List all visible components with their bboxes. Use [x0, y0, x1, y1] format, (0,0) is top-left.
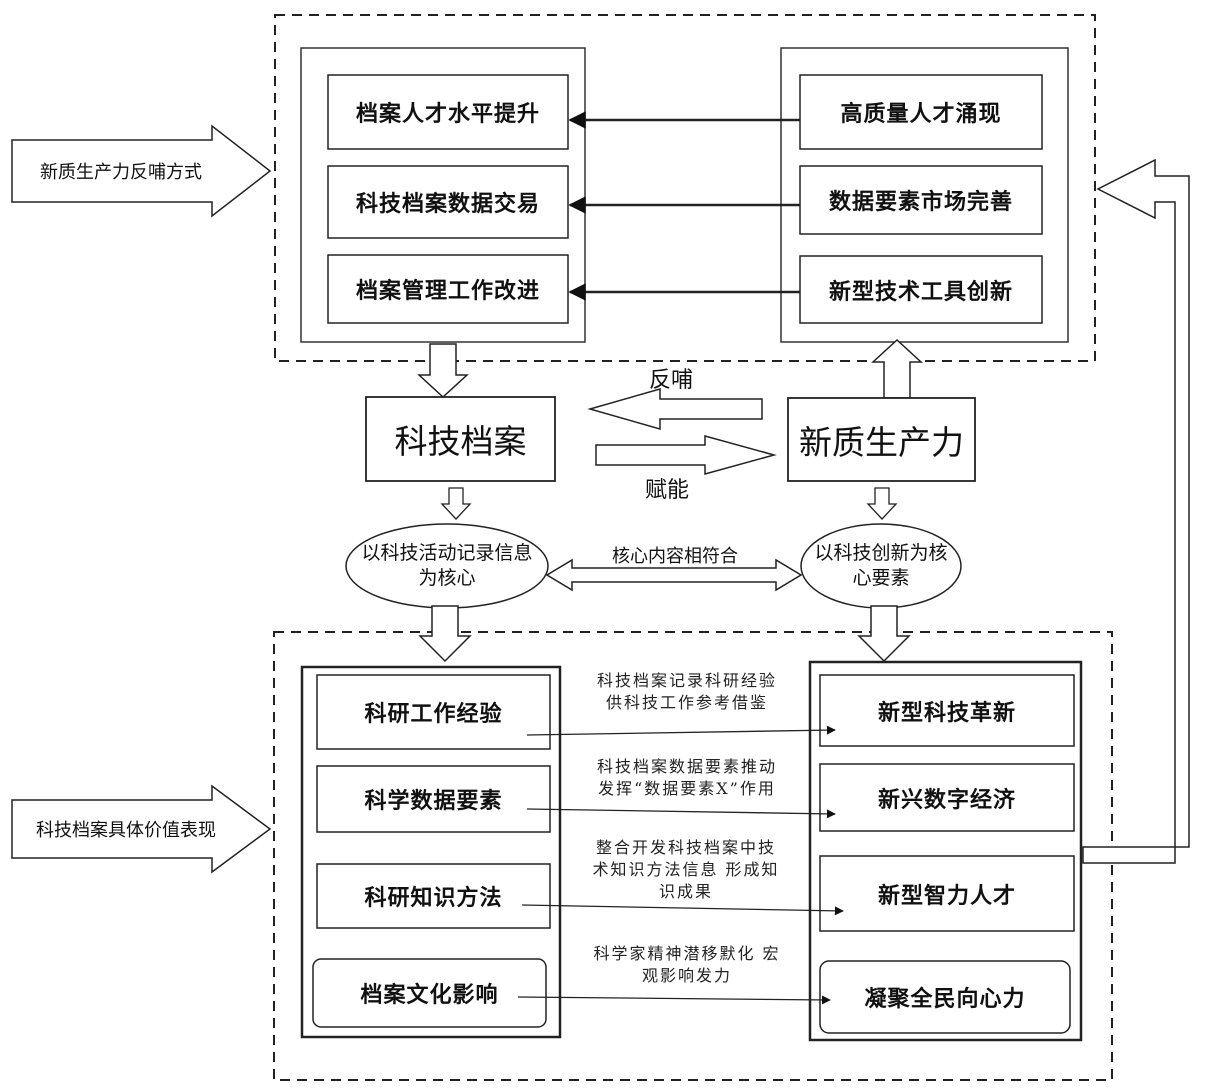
right-ellipse-label: 以科技创新为核心要素 [814, 542, 948, 589]
top-right-item-1: 高质量人才涌现 [840, 102, 1002, 127]
down-arrow-productivity-ellipse [866, 487, 898, 520]
left-ellipse-label: 以科技活动记录信息为核心 [361, 542, 533, 589]
bottom-left-item-3: 科研知识方法 [364, 886, 503, 911]
top-right-box-3 [799, 255, 1043, 324]
bottom-right-box-1 [819, 674, 1075, 747]
top-right-item-2: 数据要素市场完善 [828, 190, 1013, 215]
down-arrow-to-archive [417, 343, 469, 399]
bottom-left-box-1 [316, 674, 551, 750]
bottom-arrow-1 [526, 725, 836, 736]
match-double-arrow [545, 558, 803, 592]
bottom-left-box-2 [316, 765, 551, 833]
value-note-1: 科技档案记录科研经验 供科技工作参考借鉴 [596, 671, 777, 712]
bottom-arrow-4 [517, 995, 831, 1005]
value-note-3: 整合开发科技档案中技术知识方法信息 形成知识成果 [592, 838, 780, 901]
side-arrow-top [11, 124, 272, 218]
bottom-left-box-4 [312, 958, 547, 1028]
productivity-box [787, 397, 976, 482]
archive-box-label: 科技档案 [394, 422, 527, 461]
feedback-label: 反哺 [648, 368, 693, 393]
down-arrow-archive-ellipse [440, 487, 472, 520]
bottom-right-item-1: 新型科技革新 [877, 700, 1016, 726]
up-arrow-to-top [871, 338, 923, 399]
top-dashed-frame [274, 14, 1096, 362]
side-arrow-bottom [11, 784, 272, 874]
value-note-2: 科技档案数据要素推动发挥“数据要素X”作用 [596, 757, 777, 798]
bottom-left-item-1: 科研工作经验 [364, 702, 503, 727]
bottom-left-box-3 [316, 863, 551, 929]
empower-label: 赋能 [644, 478, 689, 503]
top-left-item-3: 档案管理工作改进 [355, 279, 540, 304]
archive-box [365, 396, 556, 482]
down-arrow-bottom-right [857, 605, 911, 663]
bottom-right-item-2: 新兴数字经济 [877, 787, 1016, 813]
bottom-right-box-3 [819, 855, 1075, 932]
side-label-top: 新质生产力反哺方式 [40, 162, 202, 183]
bottom-right-box-4 [819, 960, 1071, 1034]
down-arrow-bottom-left [418, 605, 472, 663]
top-right-box-1 [799, 74, 1043, 150]
top-right-item-3: 新型技术工具创新 [828, 279, 1013, 305]
top-left-box-2 [327, 165, 569, 239]
top-left-box-1 [327, 74, 569, 150]
feedback-loop-arrow [1082, 158, 1190, 864]
productivity-box-label: 新质生产力 [799, 422, 964, 462]
top-left-item-2: 科技档案数据交易 [355, 192, 540, 217]
bottom-right-container [808, 660, 1083, 1042]
side-label-bottom: 科技档案具体价值表现 [36, 820, 216, 841]
bottom-left-item-4: 档案文化影响 [360, 983, 499, 1008]
bottom-right-box-2 [819, 763, 1075, 832]
bottom-arrow-3 [521, 904, 844, 916]
top-left-container [300, 47, 586, 343]
top-right-box-2 [799, 165, 1043, 235]
bottom-left-item-2: 科学数据要素 [364, 789, 503, 814]
top-right-container [780, 47, 1069, 343]
top-left-box-3 [327, 254, 569, 324]
bottom-right-item-3: 新型智力人才 [877, 883, 1016, 909]
feedback-arrow [587, 388, 763, 430]
match-label: 核心内容相符合 [612, 546, 738, 567]
bottom-arrow-2 [526, 808, 836, 819]
top-left-item-1: 档案人才水平提升 [355, 102, 540, 127]
value-note-4: 科学家精神潜移默化 宏观影响发力 [593, 944, 781, 985]
bottom-left-container [300, 665, 562, 1039]
empower-arrow [595, 435, 777, 475]
bottom-right-item-4: 凝聚全民向心力 [864, 987, 1026, 1012]
